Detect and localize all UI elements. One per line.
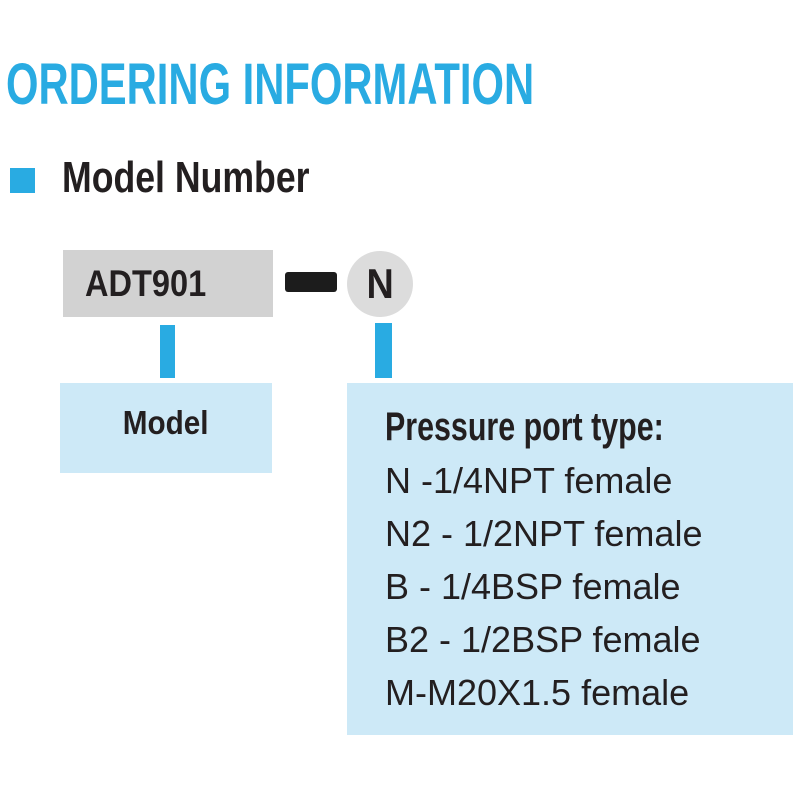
pressure-port-option-n: N -1/4NPT female bbox=[385, 460, 673, 501]
pressure-port-callout-box: Pressure port type: N -1/4NPT female N2 … bbox=[347, 383, 793, 735]
pressure-port-title: Pressure port type: bbox=[385, 405, 664, 449]
section-title: Model Number bbox=[62, 153, 310, 202]
pressure-port-option-m: M-M20X1.5 female bbox=[385, 672, 690, 713]
connector-port bbox=[375, 323, 392, 378]
model-number-box: ADT901 bbox=[63, 250, 273, 317]
pressure-port-option-b2: B2 - 1/2BSP female bbox=[385, 619, 701, 660]
model-number-label: ADT901 bbox=[85, 262, 207, 304]
port-option-circle: N bbox=[347, 251, 413, 317]
connector-model bbox=[160, 325, 175, 378]
port-option-label: N bbox=[366, 260, 394, 307]
pressure-port-option-n2: N2 - 1/2NPT female bbox=[385, 513, 703, 554]
page-title: ORDERING INFORMATION bbox=[6, 52, 535, 117]
dash-icon bbox=[285, 272, 337, 292]
pressure-port-option-b: B - 1/4BSP female bbox=[385, 566, 681, 607]
section-bullet-icon bbox=[10, 168, 35, 193]
model-callout-label: Model bbox=[123, 404, 209, 441]
model-callout-box: Model bbox=[60, 383, 272, 473]
